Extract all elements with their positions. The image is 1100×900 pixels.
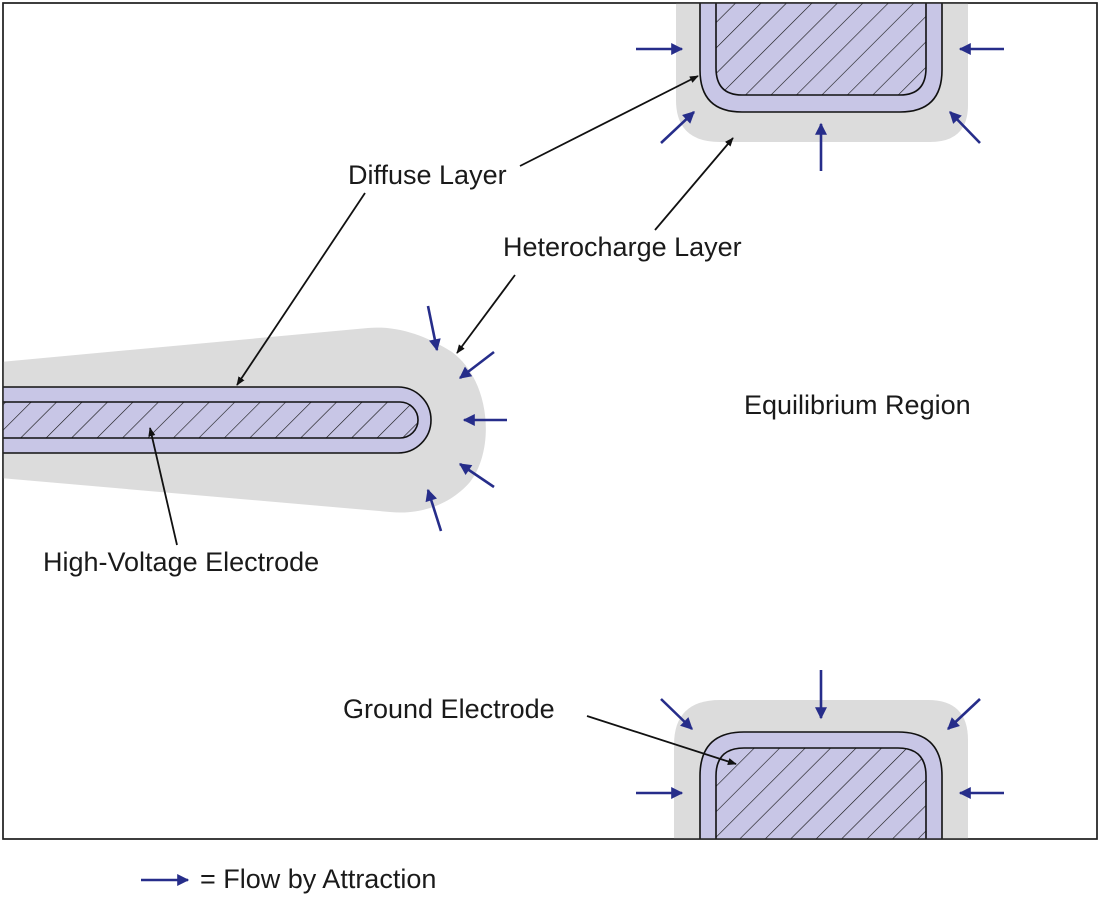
flow-arrow-icon [425, 488, 443, 532]
leader-hv-electrode [148, 427, 178, 546]
label-equilibrium-region: Equilibrium Region [744, 390, 971, 420]
flow-arrow-icon [660, 698, 693, 730]
label-heterocharge-layer: Heterocharge Layer [503, 232, 742, 262]
label-diffuse-layer: Diffuse Layer [348, 160, 507, 190]
flow-arrows [425, 43, 1004, 799]
label-ground-electrode: Ground Electrode [343, 694, 555, 724]
high-voltage-electrode-body [3, 401, 419, 439]
leader-diffuse-to-hv [236, 192, 366, 386]
flow-arrow-icon [660, 111, 695, 144]
flow-arrow-icon [426, 305, 441, 352]
flow-arrow-icon [459, 462, 495, 489]
legend-text: = Flow by Attraction [200, 864, 437, 894]
leader-lines [148, 75, 737, 765]
top-electrode-body [715, 3, 927, 96]
leader-heterocharge-to-hv [456, 274, 516, 354]
flow-arrow-icon [947, 698, 981, 730]
ground-electrode-body [715, 747, 927, 839]
flow-arrow-icon [949, 111, 981, 144]
leader-heterocharge-to-top [654, 137, 734, 231]
leader-ground-electrode [586, 715, 737, 765]
flow-arrow-icon [459, 350, 495, 380]
label-high-voltage-electrode: High-Voltage Electrode [43, 547, 320, 577]
leader-diffuse-to-top [519, 75, 699, 167]
